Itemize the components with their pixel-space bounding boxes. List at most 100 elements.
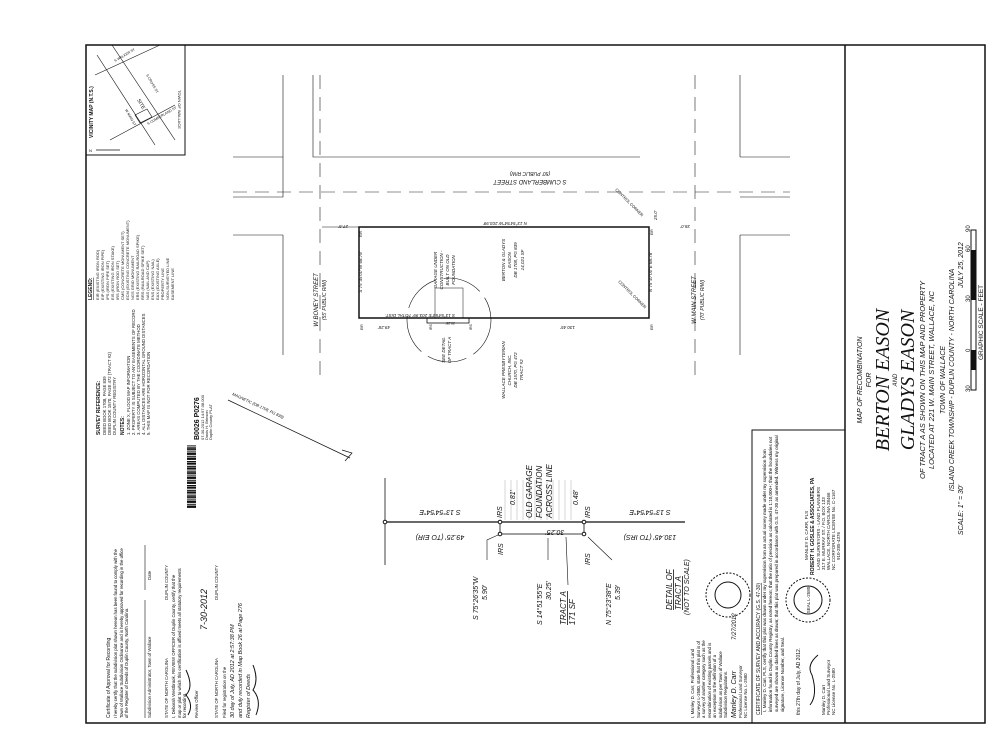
monument-marker <box>497 531 503 537</box>
owner-text: DB 1708, PG 839 <box>513 242 518 278</box>
recording-certificates: Certificate of Approval for Recording I … <box>106 545 751 718</box>
tract-label: TRACT A <box>559 591 568 625</box>
county-label: DUPLIN COUNTY <box>214 565 219 600</box>
surveyor-name: Manley D. Carr <box>821 684 826 715</box>
firm-phone: 910-285-4376 <box>836 531 841 560</box>
barcode-bar <box>187 461 196 463</box>
irs-label: IRS <box>497 506 504 518</box>
owner-text: BERTON & GLADYS <box>501 239 506 281</box>
for-label: FOR <box>866 373 873 388</box>
detail-bearing: S 14°51'55"E <box>536 583 544 625</box>
surveyor-name: Manley D. Carr <box>731 670 738 718</box>
monument-marker <box>382 519 388 525</box>
foundation-hatch <box>504 480 572 520</box>
barcode-bar <box>187 494 196 496</box>
graphic-scale-bar <box>970 229 977 391</box>
surveyor-license: NC License No. L-2580 <box>831 668 836 715</box>
monument-label: EIR <box>650 324 654 330</box>
scale-tick: 60 <box>966 245 972 252</box>
vicinity-map-border <box>85 44 186 156</box>
surveyor-title: Professional Land Surveyor <box>738 665 743 718</box>
detail-bearing: N 75°23'38"E <box>605 583 613 625</box>
site-marker <box>134 108 153 124</box>
distance-label: 35.0' <box>680 224 690 229</box>
firm-name: ROBERT H. GOSLEE & ASSOCIATES, PA <box>810 477 816 575</box>
stamp-line: Duplin County PLAT <box>208 404 213 441</box>
bearing-label: S 13°54'54"E 203.99' TOTAL DIST. <box>385 313 455 318</box>
detail-distance: 49.25' (TO EIR) <box>416 533 465 540</box>
scale-label: SCALE: 1" = 30' <box>958 484 965 535</box>
owner-text: EASON <box>507 251 512 268</box>
legend-item: NAS (NAIL AND CAP) <box>145 260 150 300</box>
filed-date: 30 day of July, AD 2012 at 2:57:38 PM <box>230 624 236 718</box>
barcode-bar <box>187 449 196 451</box>
stamp-line: Davis H. Brinson <box>204 410 209 440</box>
garage-text: GARAGE UNDER <box>433 251 438 288</box>
review-officer-signature <box>185 669 192 716</box>
state-label: STATE OF NORTH CAROLINA <box>214 658 219 718</box>
township-label: ISLAND CREEK TOWNSHIP - DUPLIN COUNTY - … <box>949 268 956 491</box>
legend-item: IRS (IRON ROD SET) <box>115 260 120 300</box>
register-label: Register of Deeds <box>246 674 252 718</box>
barcode-bar <box>187 499 196 501</box>
cert-text: I, Manley D. Carr, PLS, certify that thi… <box>762 435 785 712</box>
vicinity-street: S CROSS ST <box>145 74 159 95</box>
site-label: SITE <box>135 98 146 111</box>
church-label: WALLACE PRESBYTERIAN CHURCH, INC. DB 157… <box>501 341 524 399</box>
church-text: DB 1570, PG 472 <box>513 352 518 388</box>
book-page: B0026 P0276 <box>194 397 201 440</box>
surveyor-signature <box>809 654 819 706</box>
legend-item: ECM (EXISTING CONCRETE MONUMENT) <box>125 220 130 300</box>
barcode-bar <box>187 459 196 460</box>
barcode-bar <box>187 483 196 484</box>
date-label: JULY 25, 2012 <box>958 242 965 289</box>
street-row-label: (55' PUBLIC R/W) <box>322 279 328 320</box>
barcode <box>187 445 196 508</box>
legend-title: LEGEND: <box>88 277 94 300</box>
seal-text: SEAL L-2580 <box>806 586 811 613</box>
surveyor-seal <box>785 577 831 623</box>
note-item: 4. ALL DISTANCES ARE HORIZONTAL GROUND D… <box>141 313 146 435</box>
barcode-bar <box>187 472 196 474</box>
garage-text: FOUNDATION <box>451 255 456 285</box>
detail-title: DETAIL OF <box>665 568 674 610</box>
offset-label: 0.81' <box>510 489 517 505</box>
review-officer-label: Review Officer <box>194 690 199 718</box>
vicinity-street: S WALKER ST <box>114 47 137 63</box>
recorded-line: and duly recorded in Map Book 26 at Page… <box>238 602 244 718</box>
and-label: AND <box>893 373 899 387</box>
approval-title: Certificate of Approval for Recording <box>106 637 112 718</box>
legend: LEGEND: EIR (EXISTING IRON ROD)EIP (EXIS… <box>88 220 175 300</box>
barcode-bar <box>187 488 196 489</box>
barcode-bar <box>187 446 196 448</box>
barcode-bar <box>187 465 196 467</box>
county-label: DUPLIN COUNTY <box>164 565 169 600</box>
reference-title: SURVEY REFERENCE: <box>96 380 102 435</box>
barcode-bar <box>187 470 196 472</box>
tract-area: 171 SF <box>568 598 577 625</box>
monument-label: IRS <box>469 324 473 331</box>
control-corner-label: CONTROL CORNER <box>617 279 647 309</box>
garage-outline <box>434 287 464 319</box>
barcode-bar <box>187 502 196 504</box>
street-row-label: (70' PUBLIC R/W) <box>700 279 706 320</box>
detail-distance: 130.45' (TO IRS) <box>624 533 677 540</box>
scale-tick: 90 <box>966 225 972 232</box>
not-to-scale-label: (NOT TO SCALE) <box>684 559 691 615</box>
recording-stamp: B0026 P0276 07-30-2012 14:57:38.000 Davi… <box>187 394 213 508</box>
note-item: 5. THIS MAP IS NOT FOR RECORDATION <box>146 352 151 435</box>
barcode-bar <box>187 464 196 465</box>
garage-label: GARAGE UNDER CONSTRUCTION - BUILT ON OLD… <box>433 250 456 289</box>
note-item: 1. ZONE X, FLOOD MAP INFORMATION <box>126 356 131 435</box>
firm-line: MANLEY D. CARR, PLS <box>804 511 809 560</box>
barcode-bar <box>187 469 196 470</box>
distance-label: 49.25' <box>378 325 390 330</box>
detail-bearing: S 75°26'35"W <box>472 575 480 620</box>
legend-item: CMS (CONCRETE MONUMENT SET) <box>120 231 125 300</box>
garage-text: BUILT ON OLD <box>445 254 450 286</box>
inner-distance: 30.25' <box>545 528 565 535</box>
barcode-bar <box>187 485 196 487</box>
bearing-label: N 13°54'54"W 203.99' <box>483 221 527 226</box>
foundation-note: FOUNDATION <box>535 465 544 518</box>
see-detail-label: OF TRACT A <box>447 337 452 364</box>
